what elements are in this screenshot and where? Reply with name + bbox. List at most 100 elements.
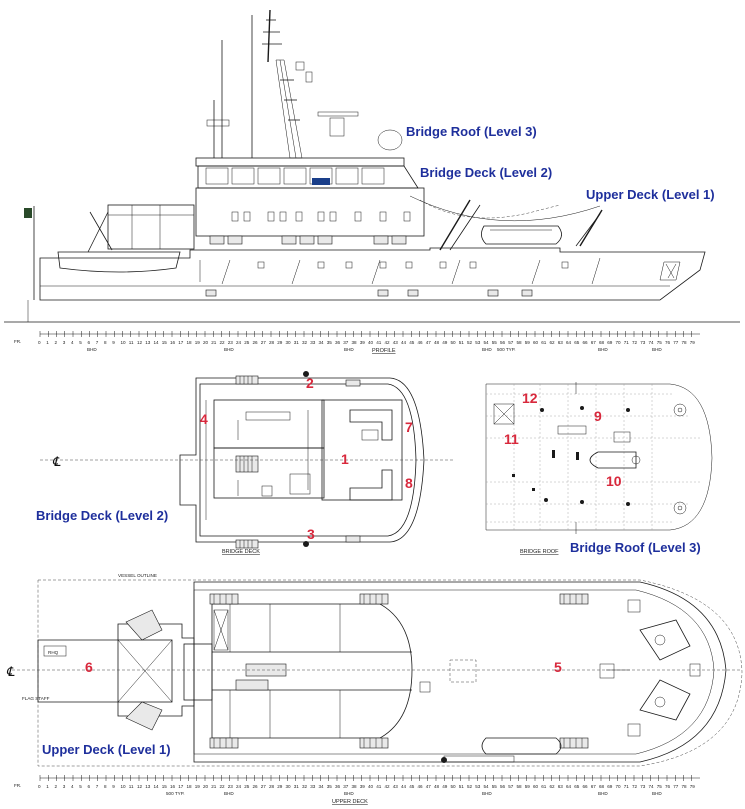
frame-number: 40 — [368, 340, 374, 345]
bridge-superstructure — [195, 157, 425, 245]
frame-number: 39 — [360, 340, 366, 345]
frame-number: 15 — [162, 340, 168, 345]
bhd-label: BHD — [344, 347, 354, 352]
frame-number: 10 — [121, 784, 127, 789]
centerline-symbol: ℄ — [6, 664, 15, 679]
frame-number: 37 — [343, 784, 349, 789]
frame-number: 47 — [426, 784, 432, 789]
frame-number: 35 — [327, 784, 333, 789]
frame-number: 67 — [591, 784, 597, 789]
frame-number: 8 — [104, 340, 107, 345]
bhd-label: BHD — [598, 347, 608, 352]
marker-11: 11 — [504, 431, 519, 447]
marker-2: 2 — [306, 375, 314, 391]
frame-number: 48 — [434, 784, 440, 789]
frame-number: 17 — [178, 784, 184, 789]
frame-number: 59 — [525, 340, 531, 345]
frame-number: 35 — [327, 340, 333, 345]
frame-number: 25 — [244, 340, 250, 345]
frame-number: 11 — [129, 784, 134, 789]
rhq-label: RHQ — [48, 650, 59, 655]
frame-number: 20 — [203, 340, 209, 345]
frame-number: 18 — [187, 340, 193, 345]
frame-number: 44 — [401, 340, 407, 345]
frame-number: 2 — [55, 340, 58, 345]
frame-number: 22 — [220, 784, 226, 789]
frame-number: 34 — [319, 340, 325, 345]
frame-number: 23 — [228, 340, 234, 345]
bhd-label: BHD — [652, 347, 662, 352]
frame-number: 32 — [302, 340, 308, 345]
frame-number: 71 — [624, 784, 630, 789]
frame-number: 78 — [682, 784, 688, 789]
label-bridge-roof-plan: Bridge Roof (Level 3) — [570, 540, 701, 555]
frame-label: FR. — [14, 783, 21, 788]
frame-number: 34 — [319, 784, 325, 789]
deck-cranes — [409, 195, 603, 251]
rescue-boats — [57, 225, 562, 273]
frame-number: 16 — [170, 784, 176, 789]
aft-frame — [24, 204, 195, 300]
frame-number: 4 — [71, 340, 74, 345]
frame-number: 79 — [690, 784, 696, 789]
bhd-label: BHD — [224, 791, 234, 796]
frame-number: 70 — [616, 340, 622, 345]
frame-number: 43 — [393, 340, 399, 345]
frame-number: 77 — [673, 340, 679, 345]
frame-number: 71 — [624, 340, 630, 345]
frame-number: 46 — [418, 340, 424, 345]
frame-number: 17 — [178, 340, 184, 345]
frame-number: 6 — [88, 784, 91, 789]
frame-number: 62 — [550, 340, 556, 345]
bridge-deck-plan: ℄ BRIDGE DECK — [40, 371, 455, 555]
bhd-label: BHD — [652, 791, 662, 796]
frame-number: 56 — [500, 340, 506, 345]
marker-6: 6 — [85, 659, 93, 675]
frame-number: 51 — [459, 340, 465, 345]
frame-number: 67 — [591, 340, 597, 345]
frame-number: 74 — [649, 340, 655, 345]
frame-number: 57 — [508, 784, 514, 789]
frame-number: 53 — [475, 784, 481, 789]
frame-number: 4 — [71, 784, 74, 789]
frame-label: FR. — [14, 339, 21, 344]
frame-number: 23 — [228, 784, 234, 789]
frame-number: 27 — [261, 340, 267, 345]
marker-4: 4 — [200, 411, 208, 427]
frame-number: 8 — [104, 784, 107, 789]
label-bridge-deck-level2: Bridge Deck (Level 2) — [420, 165, 552, 180]
marker-9: 9 — [594, 408, 602, 424]
frame-number: 21 — [211, 784, 217, 789]
frame-number: 19 — [195, 340, 201, 345]
frame-number: 1 — [46, 340, 49, 345]
frame-number: 58 — [517, 784, 523, 789]
frame-number: 32 — [302, 784, 308, 789]
frame-number: 66 — [583, 340, 589, 345]
frame-number: 28 — [269, 340, 275, 345]
frame-number: 26 — [253, 784, 259, 789]
frame-number: 13 — [145, 784, 151, 789]
frame-number: 43 — [393, 784, 399, 789]
frame-number: 63 — [558, 784, 564, 789]
frame-number: 15 — [162, 784, 168, 789]
frame-number: 46 — [418, 784, 424, 789]
frame-number: 40 — [368, 784, 374, 789]
bhd-label: BHD — [224, 347, 234, 352]
frame-number: 52 — [467, 784, 473, 789]
frame-number: 2 — [55, 784, 58, 789]
frame-number: 36 — [335, 340, 341, 345]
frame-number: 20 — [203, 784, 209, 789]
frame-number: 50 — [451, 784, 457, 789]
frame-number: 27 — [261, 784, 267, 789]
frame-number: 77 — [673, 784, 679, 789]
spacing-label: 500 TYP. — [497, 347, 515, 352]
frame-number: 39 — [360, 784, 366, 789]
frame-number: 48 — [434, 340, 440, 345]
marker-1: 1 — [341, 451, 349, 467]
marker-10: 10 — [606, 473, 622, 489]
frame-number: 70 — [616, 784, 622, 789]
frame-number: 29 — [277, 340, 283, 345]
frame-number: 21 — [211, 340, 217, 345]
label-upper-deck-plan: Upper Deck (Level 1) — [42, 742, 171, 757]
